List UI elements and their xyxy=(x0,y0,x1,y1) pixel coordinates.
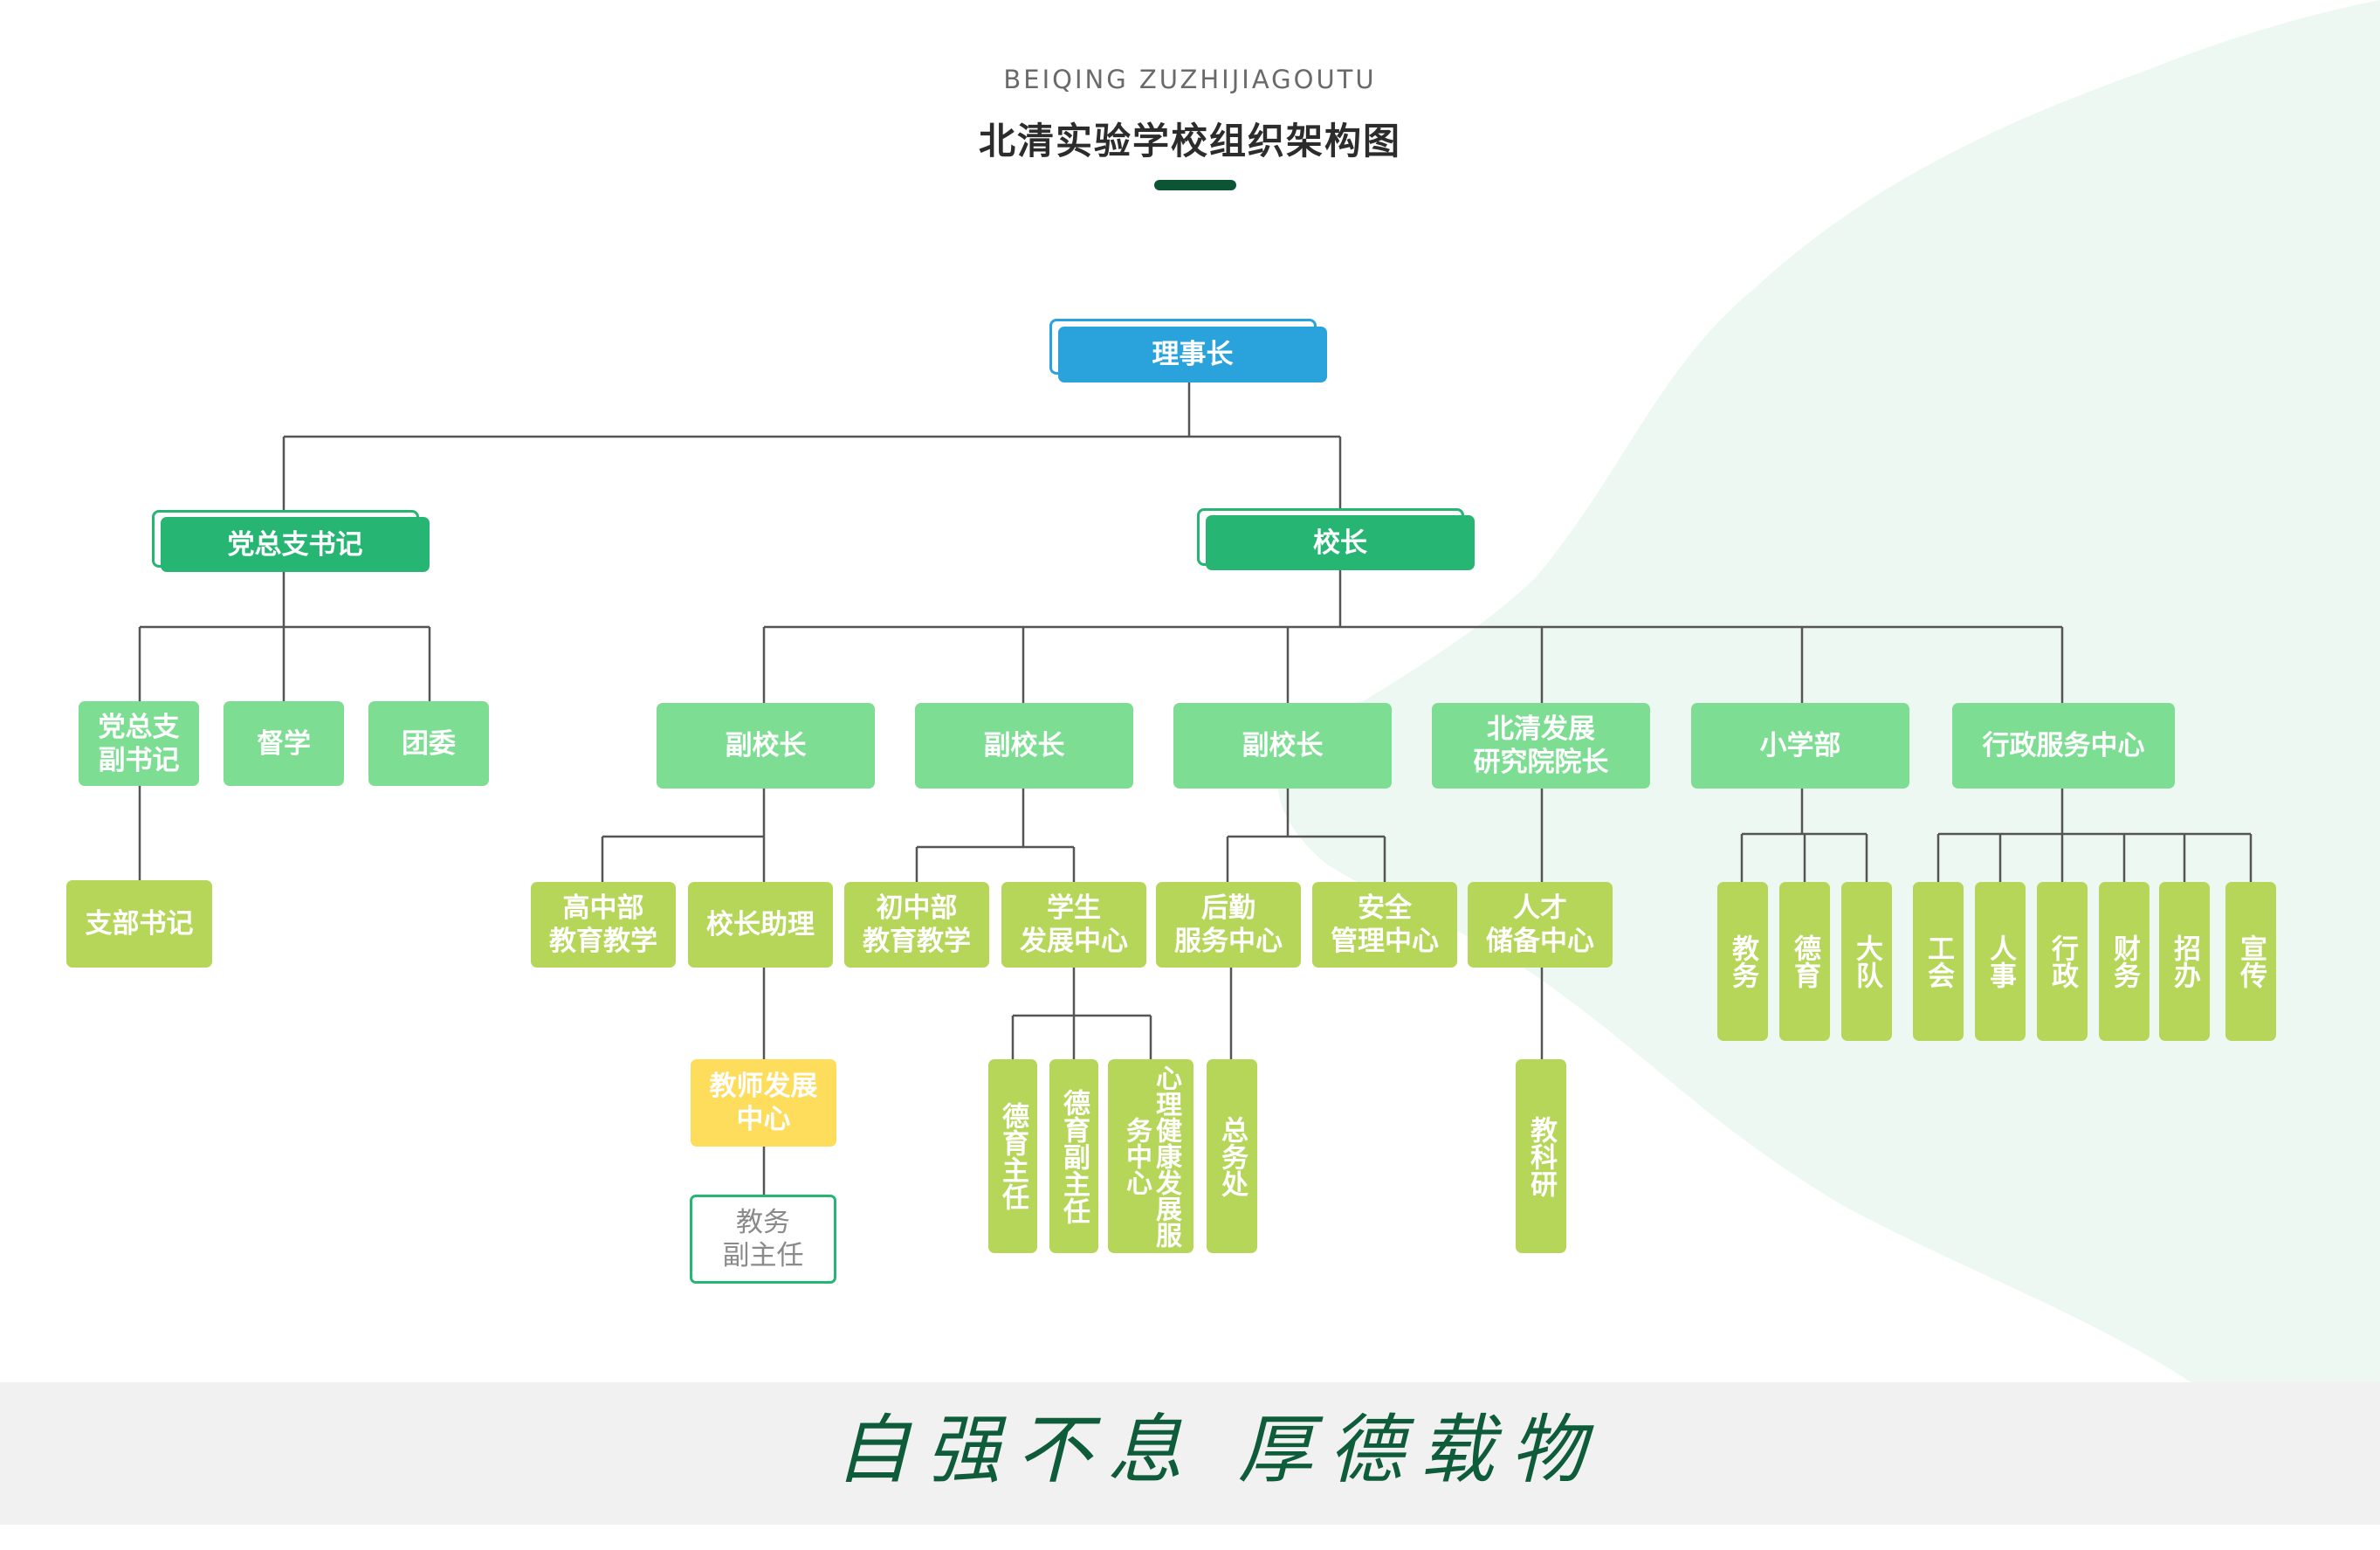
node-safety-management-center[interactable]: 安全 管理中心 xyxy=(1312,882,1457,968)
node-vice-principal-3[interactable]: 副校长 xyxy=(1173,703,1392,789)
page-title: 北清实验学校组织架构图 xyxy=(978,120,1401,162)
node-admin-finance[interactable]: 财务 xyxy=(2099,882,2150,1041)
node-admin-admissions[interactable]: 招办 xyxy=(2159,882,2210,1041)
node-deputy-party-secretary[interactable]: 党总支 副书记 xyxy=(79,701,199,786)
node-primary-young-pioneers[interactable]: 大队 xyxy=(1841,882,1892,1041)
node-admin-hr[interactable]: 人事 xyxy=(1975,882,2026,1041)
node-student-development-center[interactable]: 学生 发展中心 xyxy=(1001,882,1146,968)
node-primary-academic-affairs[interactable]: 教务 xyxy=(1717,882,1768,1041)
node-logistics-service-center[interactable]: 后勤 服务中心 xyxy=(1156,882,1301,968)
node-branch-secretary[interactable]: 支部书记 xyxy=(66,880,212,968)
node-vice-principal-2[interactable]: 副校长 xyxy=(915,703,1133,789)
node-admin-administration[interactable]: 行政 xyxy=(2037,882,2088,1041)
header-subtitle-en: BEIQING ZUZHIJIAGOUTU xyxy=(1003,65,1377,94)
node-supervision[interactable]: 督学 xyxy=(224,701,344,786)
node-high-school-teaching[interactable]: 高中部 教育教学 xyxy=(531,882,676,968)
node-moral-education-deputy[interactable]: 德育副主任 xyxy=(1049,1059,1098,1253)
node-education-research[interactable]: 教科研 xyxy=(1516,1059,1566,1253)
node-youth-league[interactable]: 团委 xyxy=(368,701,489,786)
node-teacher-development-center[interactable]: 教师发展 中心 xyxy=(691,1059,836,1147)
node-vice-principal-1[interactable]: 副校长 xyxy=(657,703,875,789)
footer-band xyxy=(0,1382,2380,1525)
node-primary-school[interactable]: 小学部 xyxy=(1691,703,1909,789)
node-admin-publicity[interactable]: 宣传 xyxy=(2225,882,2276,1041)
node-primary-moral-education[interactable]: 德育 xyxy=(1779,882,1830,1041)
node-research-institute[interactable]: 北清发展 研究院院长 xyxy=(1432,703,1650,789)
node-principal-assistant[interactable]: 校长助理 xyxy=(688,882,833,968)
motto-calligraphy: 自强不息 厚德载物 xyxy=(838,1407,1598,1494)
node-admin-service-center[interactable]: 行政服务中心 xyxy=(1952,703,2175,789)
node-admin-union[interactable]: 工会 xyxy=(1913,882,1964,1041)
node-chairman[interactable]: 理事长 xyxy=(1058,327,1327,382)
node-psychological-health-center[interactable]: 心理健康发展服务中心 xyxy=(1108,1059,1193,1253)
svg-text:自强不息 厚德载物: 自强不息 厚德载物 xyxy=(838,1407,1598,1494)
node-middle-school-teaching[interactable]: 初中部 教育教学 xyxy=(844,882,989,968)
node-talent-reserve-center[interactable]: 人才 储备中心 xyxy=(1468,882,1613,968)
node-academic-deputy-director[interactable]: 教务 副主任 xyxy=(690,1195,836,1284)
node-party-secretary[interactable]: 党总支书记 xyxy=(161,517,430,572)
node-principal[interactable]: 校长 xyxy=(1206,515,1475,570)
node-moral-education-director[interactable]: 德育主任 xyxy=(988,1059,1037,1253)
title-underline-bar xyxy=(1154,180,1236,190)
node-general-affairs-office[interactable]: 总务处 xyxy=(1207,1059,1257,1253)
